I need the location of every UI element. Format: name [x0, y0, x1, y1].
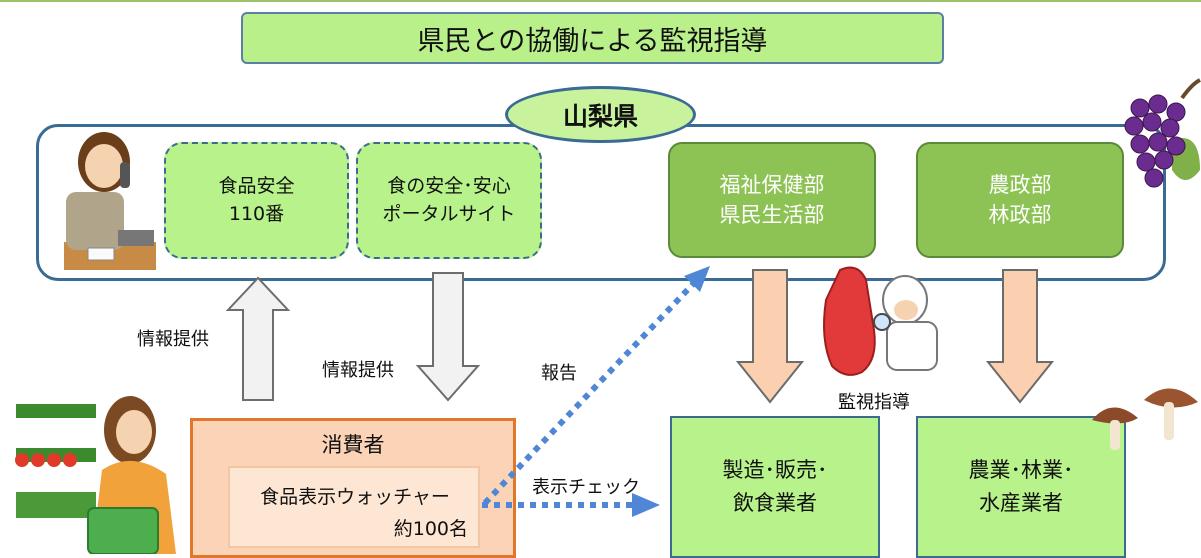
agri-line1: 農政部: [988, 172, 1052, 197]
mushroom-icon: [1092, 388, 1198, 450]
manufacturers-box: 製造･販売･ 飲食業者: [670, 416, 880, 558]
check-arrow-head: [632, 493, 660, 517]
farmers-box: 農業･林業･ 水産業者: [916, 416, 1126, 558]
farmers-line1: 農業･林業･: [968, 458, 1074, 483]
monitoring-label: 監視指導: [838, 392, 910, 413]
woman-on-phone-icon: [64, 132, 156, 270]
top-rule: [0, 0, 1201, 2]
watcher-line2: 約100名: [393, 518, 468, 540]
consumer-title: 消費者: [321, 433, 385, 457]
prefecture-name: 山梨県: [562, 101, 638, 131]
shopper-woman-icon: [15, 396, 176, 554]
watcher-line1: 食品表示ウォッチャー: [260, 486, 450, 508]
info-provide-up-label: 情報提供: [137, 329, 209, 350]
portal-line2: ポータルサイト: [382, 202, 516, 225]
info-up-arrow: [225, 276, 291, 401]
meat-inspector-icon: [823, 266, 938, 376]
welfare-dept-box: 福祉保健部 県民生活部: [668, 142, 876, 258]
prefecture-label: 山梨県: [505, 86, 696, 143]
report-label: 報告: [541, 363, 577, 384]
label-check-label: 表示チェック: [532, 477, 640, 498]
agri-dept-box: 農政部 林政部: [916, 142, 1124, 258]
portal-site-box: 食の安全･安心 ポータルサイト: [356, 142, 542, 259]
manufacturers-line2: 飲食業者: [733, 491, 817, 515]
watcher-box: 食品表示ウォッチャー 約100名: [228, 466, 480, 548]
grape-icon: [1124, 78, 1201, 188]
report-arrow-head: [684, 266, 710, 292]
diagram-title-text: 県民との協働による監視指導: [417, 25, 768, 57]
welfare-line2: 県民生活部: [719, 203, 825, 227]
diagram-title: 県民との協働による監視指導: [241, 12, 944, 64]
monitor-arrow-2: [985, 269, 1055, 404]
monitor-arrow-1: [735, 269, 805, 404]
welfare-line1: 福祉保健部: [719, 172, 825, 197]
info-down-arrow: [415, 272, 481, 402]
food-safety-110-line2: 110番: [228, 202, 285, 225]
report-arrow-line: [482, 279, 698, 506]
info-provide-down-label: 情報提供: [322, 360, 394, 381]
portal-line1: 食の安全･安心: [387, 174, 511, 197]
food-safety-110-line1: 食品安全: [218, 174, 295, 197]
manufacturers-line1: 製造･販売･: [722, 458, 828, 483]
food-safety-110-box: 食品安全 110番: [164, 142, 349, 259]
agri-line2: 林政部: [988, 203, 1052, 227]
farmers-line2: 水産業者: [979, 491, 1063, 515]
